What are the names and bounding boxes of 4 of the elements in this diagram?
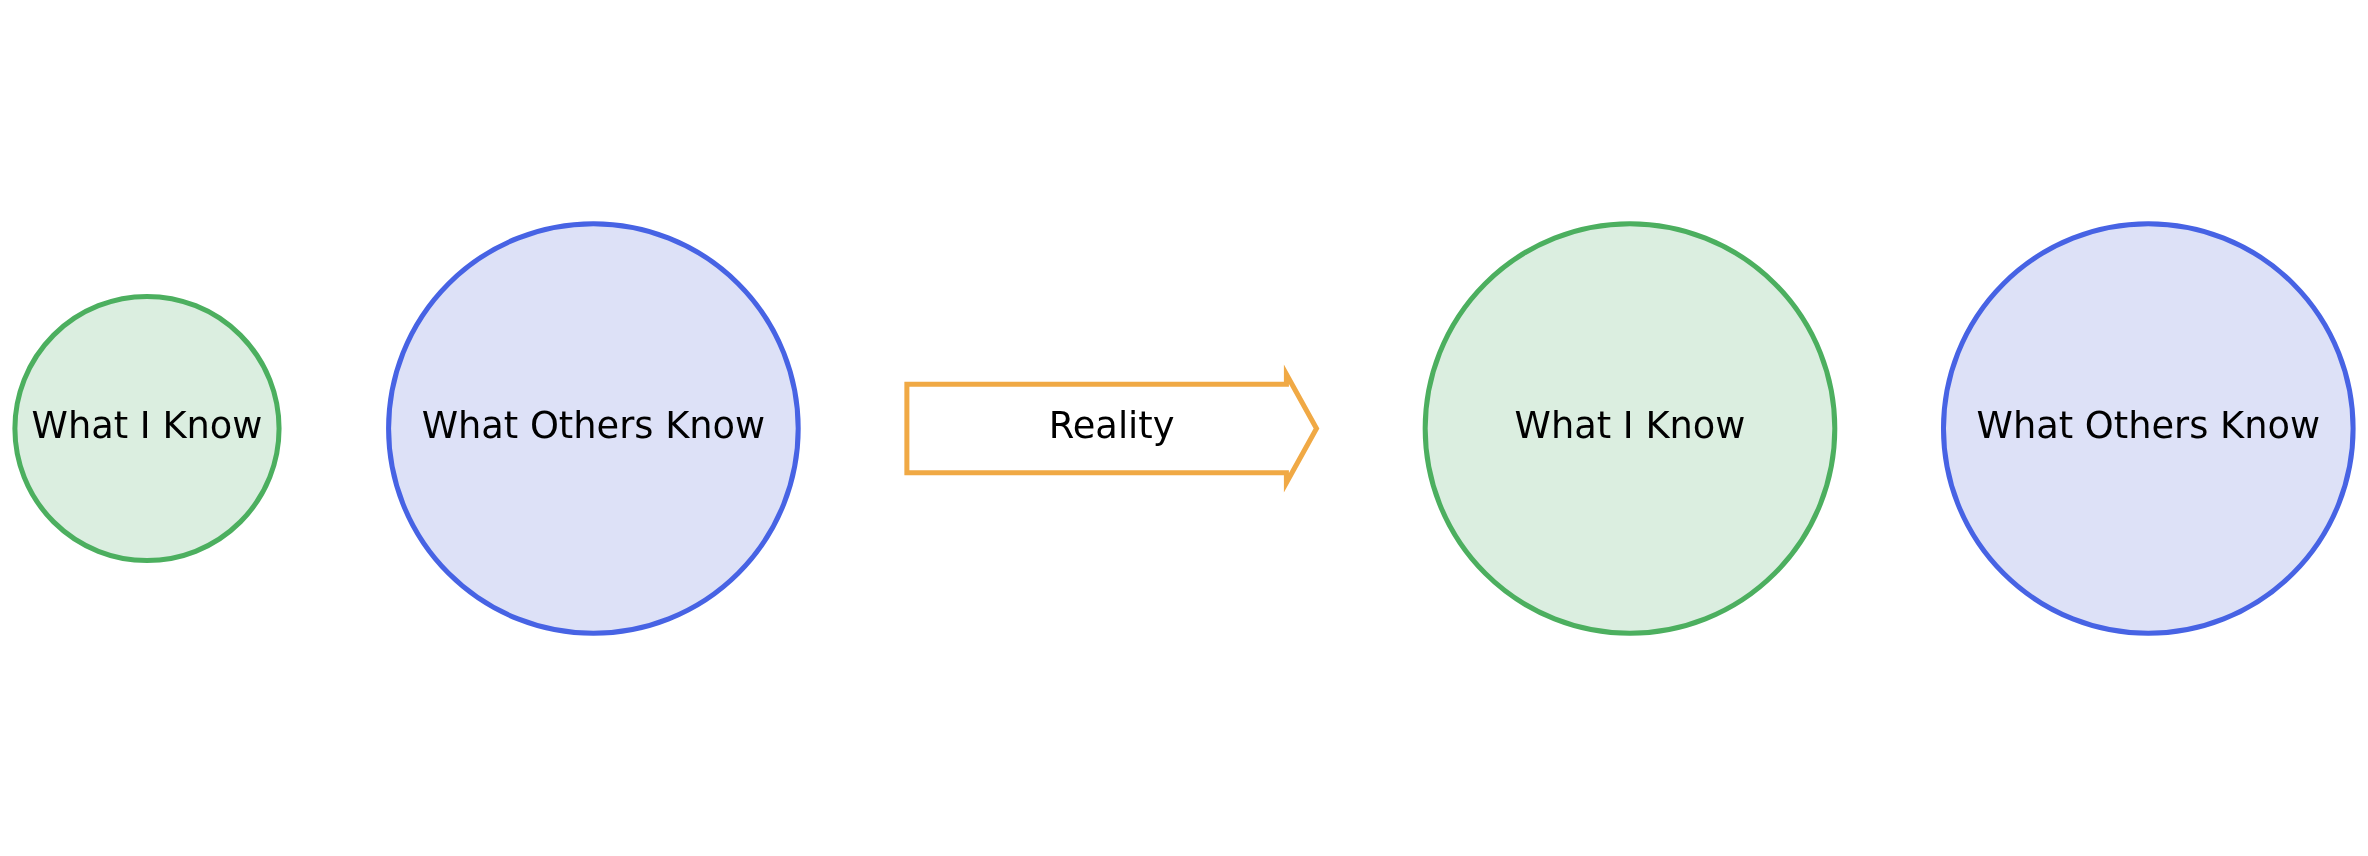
node-circle: What I Know [12,293,282,563]
node-circle: What Others Know [386,220,801,636]
node-circle: What I Know [1422,220,1838,636]
node-circle: What Others Know [1940,220,2356,636]
